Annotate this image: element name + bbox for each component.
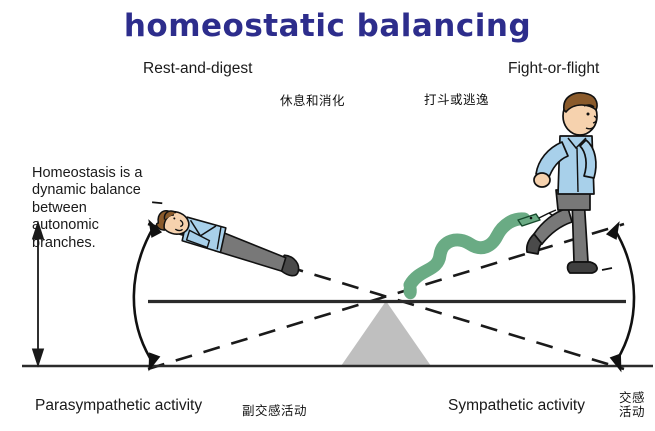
sleep-mark-icon: [152, 201, 163, 205]
motion-dust-icon: [601, 267, 613, 271]
fight-or-flight-label-chinese: 打斗或逃逸: [424, 92, 490, 107]
dashed-tilt-lines: [147, 222, 625, 371]
right-curved-double-arrow: [605, 221, 636, 373]
left-curved-double-arrow: [132, 219, 163, 372]
fight-or-flight-label: Fight-or-flight: [508, 60, 600, 77]
homeostasis-note: Homeostasis is a dynamic balance between…: [32, 165, 143, 251]
parasympathetic-activity-label: Parasympathetic activity: [35, 397, 203, 414]
sympathetic-cn-line-2: 活动: [619, 404, 646, 420]
parasympathetic-activity-label-chinese: 副交感活动: [242, 403, 308, 418]
vertical-double-arrow: [31, 220, 45, 368]
rest-and-digest-label-chinese: 休息和消化: [280, 93, 346, 108]
page-title: homeostatic balancing: [123, 8, 532, 44]
reclining-man-figure: [152, 201, 300, 277]
sympathetic-activity-label-chinese: 交感 活动: [619, 390, 646, 420]
fulcrum-triangle: [341, 301, 431, 366]
rest-and-digest-label: Rest-and-digest: [143, 60, 253, 77]
running-man-figure: [525, 92, 613, 274]
sympathetic-activity-label: Sympathetic activity: [448, 397, 585, 414]
sympathetic-cn-line-1: 交感: [619, 390, 646, 405]
